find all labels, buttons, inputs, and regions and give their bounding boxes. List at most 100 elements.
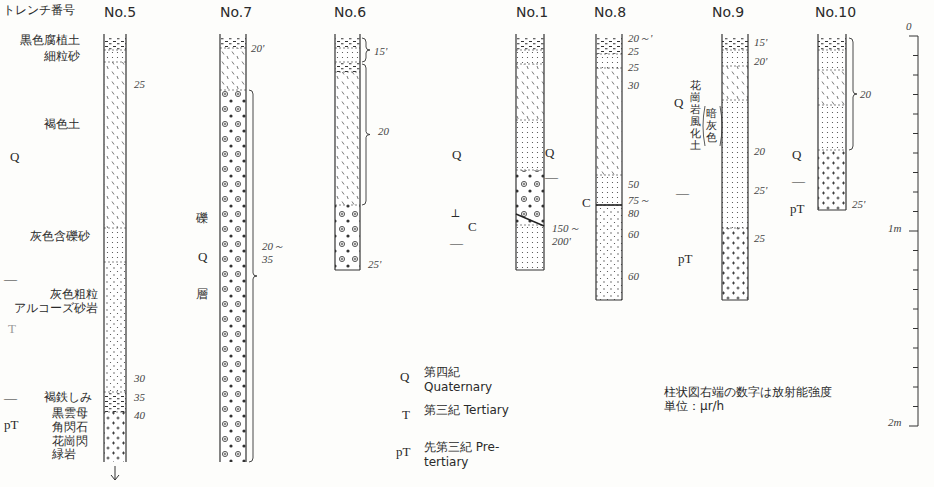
layer-boundary	[104, 228, 126, 229]
column-label: Q	[792, 148, 801, 163]
column-bottom	[596, 300, 622, 301]
scale-tick	[913, 192, 918, 193]
strata-layer	[818, 70, 846, 105]
strata-layer	[220, 48, 246, 90]
layer-boundary	[104, 50, 126, 51]
strata-layer	[818, 50, 846, 70]
column-bottom	[516, 270, 544, 271]
scale-tick	[913, 270, 918, 271]
column-label: Q	[198, 250, 207, 265]
column-label: 灰色粗粒 アルコーズ砂岩	[2, 288, 98, 316]
strata-layer	[335, 62, 360, 72]
column-label: 20	[754, 145, 765, 158]
layer-boundary	[335, 48, 360, 49]
strata-layer	[516, 225, 544, 270]
column-label: —	[4, 391, 17, 406]
strata-layer	[104, 50, 126, 62]
column-label: pT	[790, 202, 804, 217]
column-label: 150～ 200'	[552, 222, 592, 247]
column-label: 25'	[754, 184, 767, 197]
strata-layer	[596, 175, 622, 205]
column-label: Q	[674, 96, 683, 111]
column-label: 60	[628, 228, 639, 241]
layer-boundary	[220, 90, 246, 91]
layer-boundary	[516, 64, 544, 65]
continues-arrow	[111, 466, 119, 480]
strata-layer	[335, 72, 360, 205]
column-label: —	[450, 236, 463, 251]
column-label: 60	[628, 270, 639, 283]
strata-layer	[516, 50, 544, 64]
scale-tick	[913, 328, 918, 329]
scale-tick	[913, 211, 918, 212]
layer-boundary	[335, 72, 360, 73]
column-side	[245, 34, 246, 462]
column-side	[359, 34, 360, 270]
strata-layer	[516, 120, 544, 170]
scale-tick	[913, 289, 918, 290]
strata-layer	[722, 100, 748, 228]
strata-layer	[596, 54, 622, 68]
scale-tick	[913, 309, 918, 310]
strata-layer	[818, 105, 846, 150]
layer-boundary	[104, 412, 126, 413]
column-ground	[516, 38, 544, 270]
layer-boundary	[335, 62, 360, 63]
column-label: 層	[196, 288, 208, 302]
layer-boundary	[818, 105, 846, 106]
column-label: pT	[678, 252, 692, 267]
column-label: 20'	[251, 42, 264, 55]
column-ground	[818, 38, 846, 210]
column-label: 35	[134, 391, 145, 404]
layer-boundary	[722, 50, 748, 51]
column-label: 25'	[368, 258, 381, 271]
column-label: No.10	[815, 4, 856, 20]
strata-layer	[596, 205, 622, 300]
strata-layer	[104, 412, 126, 462]
scale-tick	[913, 172, 918, 173]
legend-text: 先第三紀 Pre-tertiary	[424, 440, 516, 470]
column-label: 褐色土	[44, 118, 80, 132]
scale-tick	[913, 94, 918, 95]
column-label: トレンチ番号	[3, 4, 75, 18]
column-label: 15'	[754, 36, 767, 49]
column-label: No.7	[220, 4, 252, 20]
column-ground	[722, 38, 748, 300]
column-label: Q	[10, 150, 19, 165]
legend-text: 第四紀 Quaternary	[424, 365, 516, 395]
range-brace	[362, 64, 370, 205]
layer-boundary	[596, 54, 622, 55]
column-label: C	[582, 196, 591, 211]
column-label: 20'	[754, 55, 767, 68]
column-label: 40	[134, 409, 145, 422]
scale-tick	[909, 36, 918, 37]
column-label: 黒雲母 角閃石 花崗閃 緑岩	[52, 407, 92, 462]
column-label: 30	[134, 372, 145, 385]
legend-text: 第三紀 Tertiary	[424, 403, 516, 418]
scale-tick	[909, 231, 918, 232]
column-side	[747, 34, 748, 300]
column-label: 礫	[196, 212, 208, 226]
column-label: pT	[4, 418, 18, 433]
column-label: —	[676, 186, 689, 201]
column-label: 暗灰色	[706, 108, 717, 144]
layer-boundary	[516, 120, 544, 121]
layer-boundary	[335, 205, 360, 206]
strata-layer	[818, 38, 846, 50]
strata-layer	[220, 38, 246, 48]
column-ground	[220, 38, 246, 462]
layer-boundary	[596, 175, 622, 176]
strata-layer	[335, 38, 360, 48]
strata-layer	[596, 68, 622, 175]
column-label: T	[402, 408, 410, 423]
contact-line	[596, 204, 622, 206]
column-label: 灰色含礫砂	[30, 230, 90, 244]
scale-tick	[913, 250, 918, 251]
column-label: 細粒砂	[44, 50, 80, 64]
scale-tick	[913, 55, 918, 56]
column-label: pT	[396, 445, 410, 460]
column-label: 黒色腐植土	[20, 34, 80, 48]
column-ground	[596, 38, 622, 300]
scale-tick	[913, 348, 918, 349]
column-label: ⊥	[450, 206, 461, 221]
